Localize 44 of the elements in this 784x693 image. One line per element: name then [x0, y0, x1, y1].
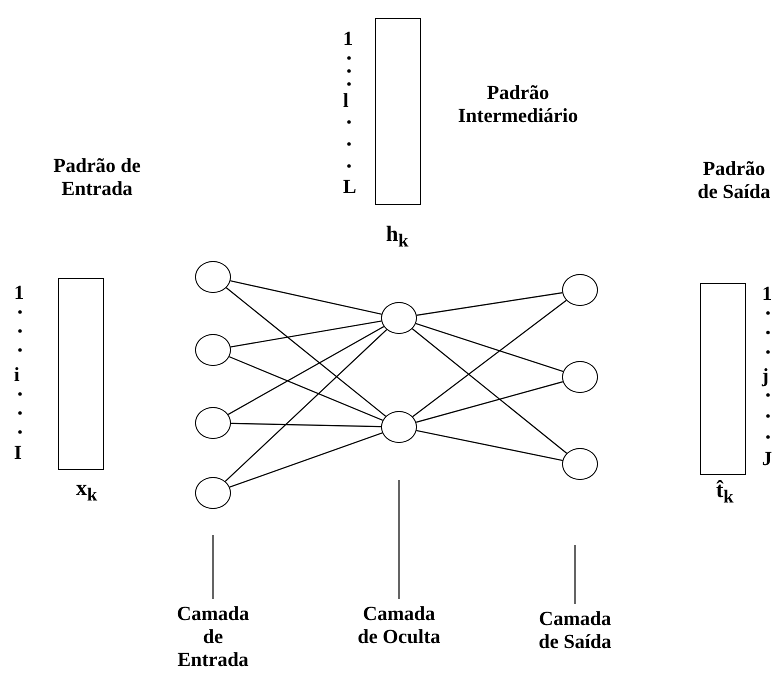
connection-line — [229, 356, 383, 421]
pattern-heading: Padrão Intermediário — [457, 82, 579, 128]
connection-line — [230, 280, 382, 315]
leader-line — [574, 545, 576, 604]
pattern-heading: Padrão de Entrada — [52, 155, 142, 201]
connection-line — [228, 326, 384, 415]
index-label: L — [343, 176, 356, 199]
leader-line — [398, 480, 400, 599]
vector-label: t̂$_{k}$ — [716, 478, 734, 508]
neuron-circle — [195, 477, 231, 509]
connection-line — [230, 422, 382, 428]
connection-line — [412, 300, 567, 418]
index-label: 1 — [343, 28, 353, 51]
connection-line — [412, 328, 568, 454]
pattern-heading: Padrão de Saída — [696, 158, 772, 204]
neuron-circle — [381, 411, 417, 443]
layer-label: Camada de Saída — [532, 608, 618, 654]
neuron-circle — [381, 302, 417, 334]
neuron-circle — [562, 361, 598, 393]
connection-line — [224, 329, 388, 482]
connection-line — [226, 287, 386, 417]
index-label: i — [14, 364, 20, 387]
neuron-circle — [562, 274, 598, 306]
connection-line — [416, 381, 563, 423]
neuron-circle — [195, 334, 231, 366]
index-label: I — [14, 442, 22, 465]
index-label: 1 — [762, 283, 772, 306]
index-label: 1 — [14, 282, 24, 305]
vector-label: h$_{k}$ — [386, 222, 408, 252]
layer-label: Camada de Entrada — [170, 603, 256, 672]
connection-line — [416, 322, 564, 372]
neuron-circle — [195, 407, 231, 439]
layer-label: Camada de Oculta — [356, 603, 442, 649]
neuron-circle — [562, 448, 598, 480]
index-label: l — [343, 90, 349, 113]
vector-label: x$_{k}$ — [76, 476, 98, 506]
index-label: j — [762, 365, 769, 388]
index-label: J — [762, 448, 772, 471]
leader-line — [212, 535, 214, 599]
neuron-circle — [195, 261, 231, 293]
connection-line — [416, 430, 563, 461]
connection-line — [230, 432, 382, 488]
connection-line — [416, 292, 562, 316]
connection-line — [230, 320, 382, 348]
